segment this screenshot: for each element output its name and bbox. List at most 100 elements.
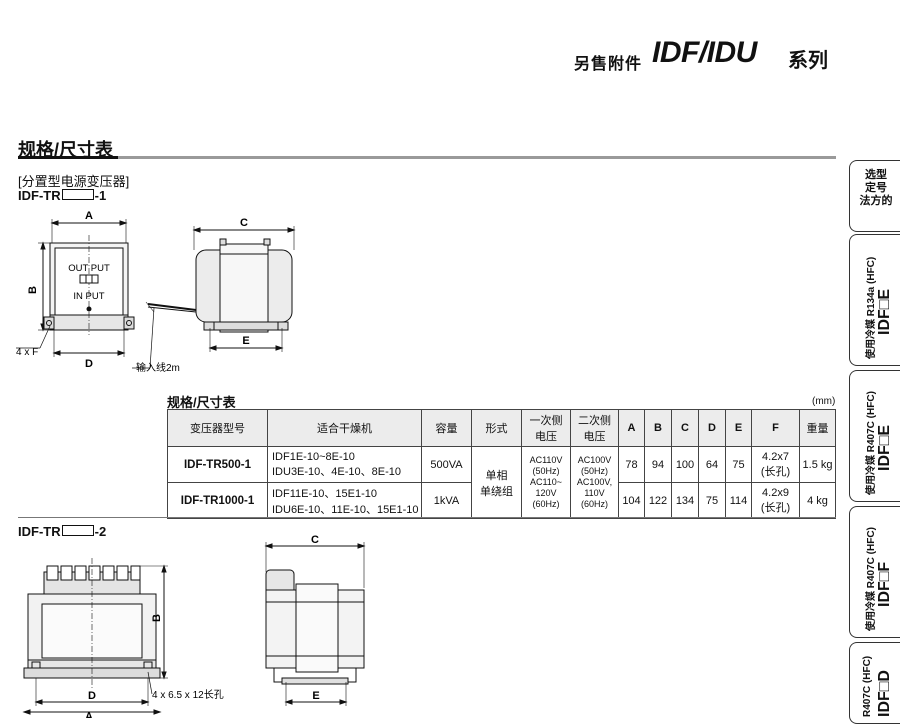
section-divider-accent [18,156,118,159]
primary-line: AC110~ [529,477,563,487]
cell-e: 75 [725,446,752,483]
th-primary-l1: 一次侧 [529,415,563,427]
cell-d: 75 [698,482,726,519]
tab-sub-label: 使用冷媒 R134a (HFC) [866,256,877,359]
header-series-title: IDF/IDU [652,36,757,69]
secondary-line: AC100V, [576,477,613,487]
model-blank-box [61,189,94,200]
dim2-c-label: C [311,534,319,546]
model-title-1-prefix: IDF-TR [18,188,61,203]
model-title-2: IDF-TR -2 [18,524,106,539]
tab-sub-label: 使用冷媒 R407C (HFC) [866,391,877,495]
th-secondary-l2: 电压 [583,431,606,443]
cell-model: IDF-TR500-1 [167,446,268,483]
cell-f-l2: (长孔) [760,465,791,478]
tab-selection-method[interactable]: 选型 定号 法方的 [849,160,900,232]
th-b: B [644,409,672,447]
holes-label: 4 x 6.5 x 12长孔 [152,689,224,701]
table-title: 规格/尺寸表 [167,395,236,410]
model-title-2-prefix: IDF-TR [18,524,61,539]
tab-r407c-idf-d[interactable]: R407C (HFC) IDF□D [849,642,900,724]
dim2-b-label: B [151,614,163,622]
tab-main-label: IDF□E [876,288,893,335]
cell-dryer-l1: IDF1E-10~8E-10 [272,450,355,463]
dim-d-label: D [85,358,93,370]
cell-dryer-l2: IDU6E-10、11E-10、15E1-10 [272,503,419,516]
th-a: A [618,409,645,447]
drawing-1-side: C E 输入线2m [132,217,296,374]
tab-r134a-idf-e[interactable]: 使用冷媒 R134a (HFC) IDF□E [849,234,900,366]
th-capacity: 容量 [421,409,472,447]
primary-line: (50Hz) [532,466,560,476]
cell-capacity: 1kVA [421,482,472,519]
th-secondary-l1: 二次侧 [578,415,611,427]
th-e: E [725,409,752,447]
table-header-row: 变压器型号 适合干燥机 容量 形式 一次侧电压 二次侧电压 A B C D E … [167,409,836,447]
th-model: 变压器型号 [167,409,268,447]
primary-line: (60Hz) [532,499,560,509]
header-prefix: 另售附件 [574,56,643,73]
cell-f: 4.2x9(长孔) [751,482,800,519]
cell-form-l1: 单相 [485,469,508,482]
cell-f-l2: (长孔) [760,501,791,514]
primary-line: 120V [535,488,557,498]
secondary-line: (60Hz) [580,499,608,509]
cell-b: 94 [644,446,672,483]
dim-c-label: C [240,217,248,229]
cell-model: IDF-TR1000-1 [167,482,268,519]
secondary-line: AC100V [577,455,612,465]
dim2-e-label: E [312,690,319,702]
tab-main-label: IDF□F [876,561,893,607]
output-label: OUT PUT [68,263,110,274]
secondary-line: (50Hz) [580,466,608,476]
th-weight: 重量 [799,409,836,447]
header-suffix: 系列 [788,50,828,72]
dim2-d-label: D [88,690,96,702]
tab-r407c-idf-f[interactable]: 使用冷媒 R407C (HFC) IDF□F [849,506,900,638]
cell-f-l1: 4.2x7 [762,450,789,463]
table-bottom-rule [18,517,836,518]
secondary-line: 110V [584,488,605,498]
tab-main-label: IDF□D [876,670,893,717]
cell-dryer-l2: IDU3E-10、4E-10、8E-10 [272,465,402,478]
tab-sub-label: 使用冷媒 R407C (HFC) [866,527,877,631]
th-primary-l2: 电压 [535,431,557,443]
cell-dryer-l1: IDF11E-10、15E1-10 [272,487,377,500]
dim-e-label: E [242,335,249,347]
cell-weight: 1.5 kg [799,446,836,483]
dim-b-label: B [27,286,39,294]
section-title: 规格/尺寸表 [18,140,114,160]
drawing-2-front: B D A 4 x 6.5 x 12长孔 [22,558,224,718]
spec-table: 变压器型号 适合干燥机 容量 形式 一次侧电压 二次侧电压 A B C D E … [167,409,836,519]
model-blank-box [61,525,94,536]
drawing-1-front: A B D 4 x F OUT PUT IN PUT [16,210,135,370]
cell-secondary-voltage: AC100V (50Hz) AC100V, 110V (60Hz) [570,446,619,519]
cell-b: 122 [644,482,672,519]
tab-selection-line: 定号 [865,182,887,194]
dim-f-label: 4 x F [16,347,38,358]
cell-primary-voltage: AC110V (50Hz) AC110~ 120V (60Hz) [521,446,571,519]
dim2-a-label: A [85,711,93,718]
th-primary: 一次侧电压 [521,409,571,447]
cell-c: 134 [671,482,699,519]
cell-e: 114 [725,482,752,519]
tab-selection-line: 选型 [865,169,887,181]
cable-label: 输入线2m [136,361,180,374]
model-title-2-suffix: -2 [94,524,107,539]
primary-line: AC110V [529,455,563,465]
tab-r407c-idf-e[interactable]: 使用冷媒 R407C (HFC) IDF□E [849,370,900,502]
cell-weight: 4 kg [799,482,836,519]
drawing-2-side: C E [264,534,366,706]
cell-c: 100 [671,446,699,483]
input-label: IN PUT [73,291,104,302]
dim-a-label: A [85,210,93,222]
th-c: C [671,409,699,447]
cell-f: 4.2x7 (长孔) [751,446,800,483]
cell-a: 104 [618,482,645,519]
section-divider [18,156,836,159]
cell-capacity: 500VA [421,446,472,483]
